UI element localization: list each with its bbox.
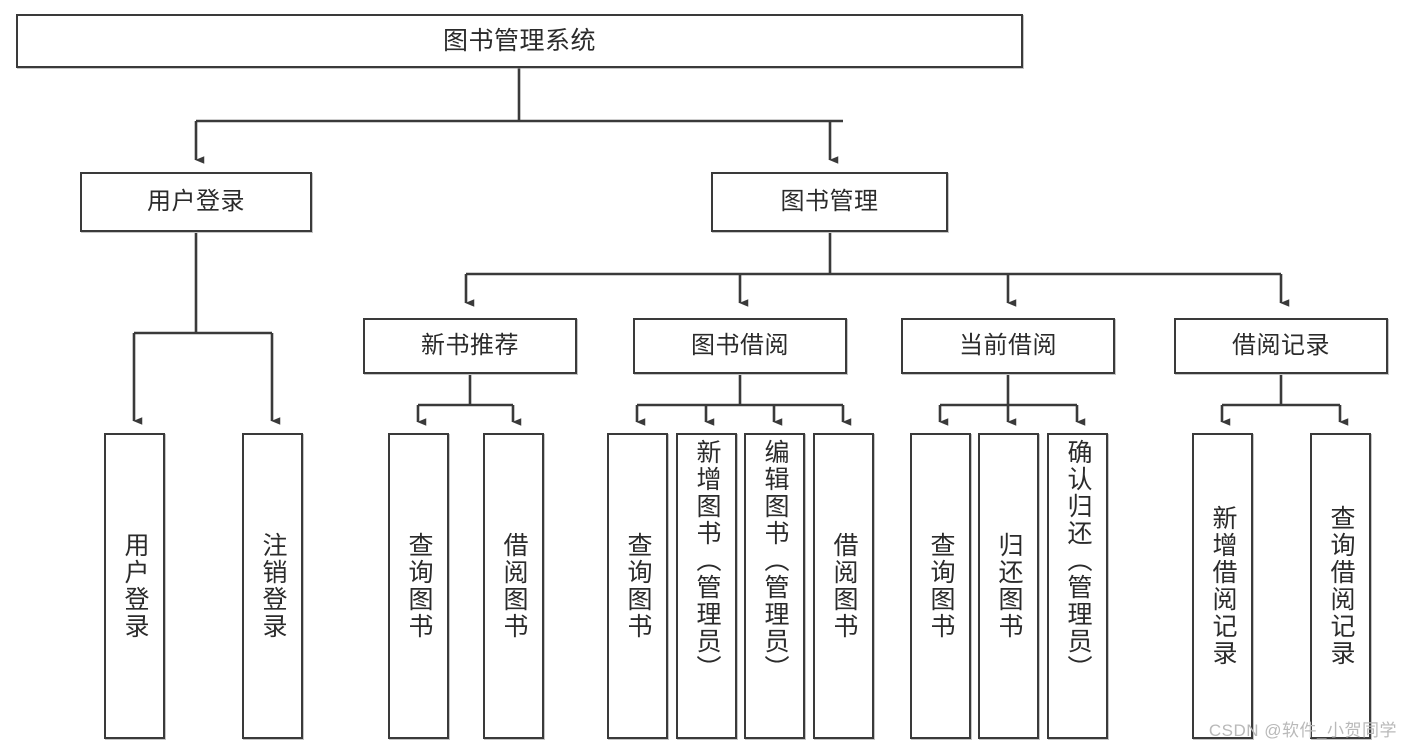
node-label: 新增图书（管理员） (693, 439, 721, 682)
node-root-system[interactable]: 图书管理系统 (16, 14, 1023, 68)
leaf-add-book[interactable]: 新增图书（管理员） (676, 433, 737, 739)
leaf-edit-book[interactable]: 编辑图书（管理员） (744, 433, 805, 739)
node-label: 编辑图书（管理员） (761, 439, 789, 682)
leaf-borrow-book-2[interactable]: 借阅图书 (813, 433, 874, 739)
node-label: 归还图书 (995, 532, 1023, 640)
node-label: 查询图书 (405, 532, 433, 640)
leaf-logout[interactable]: 注销登录 (242, 433, 303, 739)
leaf-confirm-return[interactable]: 确认归还（管理员） (1047, 433, 1108, 739)
node-label: 用户登录 (121, 532, 149, 640)
node-book-borrow[interactable]: 图书借阅 (633, 318, 847, 374)
node-label: 图书管理系统 (442, 26, 596, 55)
node-book-management[interactable]: 图书管理 (711, 172, 948, 232)
node-label: 用户登录 (147, 188, 245, 215)
leaf-return-book[interactable]: 归还图书 (978, 433, 1039, 739)
node-label: 查询图书 (624, 532, 652, 640)
leaf-query-book-1[interactable]: 查询图书 (388, 433, 449, 739)
node-label: 确认归还（管理员） (1064, 439, 1092, 682)
node-label: 新增借阅记录 (1209, 505, 1237, 667)
leaf-query-record[interactable]: 查询借阅记录 (1310, 433, 1371, 739)
node-label: 图书借阅 (691, 332, 789, 359)
node-label: 当前借阅 (959, 332, 1057, 359)
leaf-query-book-2[interactable]: 查询图书 (607, 433, 668, 739)
leaf-add-record[interactable]: 新增借阅记录 (1192, 433, 1253, 739)
node-borrow-record[interactable]: 借阅记录 (1174, 318, 1388, 374)
node-label: 借阅记录 (1232, 332, 1330, 359)
node-label: 查询借阅记录 (1327, 505, 1355, 667)
node-label: 图书管理 (780, 188, 879, 215)
node-user-login[interactable]: 用户登录 (80, 172, 312, 232)
node-label: 注销登录 (259, 532, 287, 640)
node-label: 查询图书 (927, 532, 955, 640)
node-current-borrow[interactable]: 当前借阅 (901, 318, 1115, 374)
node-label: 新书推荐 (421, 332, 519, 359)
leaf-borrow-book-1[interactable]: 借阅图书 (483, 433, 544, 739)
leaf-user-login[interactable]: 用户登录 (104, 433, 165, 739)
node-label: 借阅图书 (830, 532, 858, 640)
node-label: 借阅图书 (500, 532, 528, 640)
node-new-book-recommend[interactable]: 新书推荐 (363, 318, 577, 374)
leaf-query-book-3[interactable]: 查询图书 (910, 433, 971, 739)
